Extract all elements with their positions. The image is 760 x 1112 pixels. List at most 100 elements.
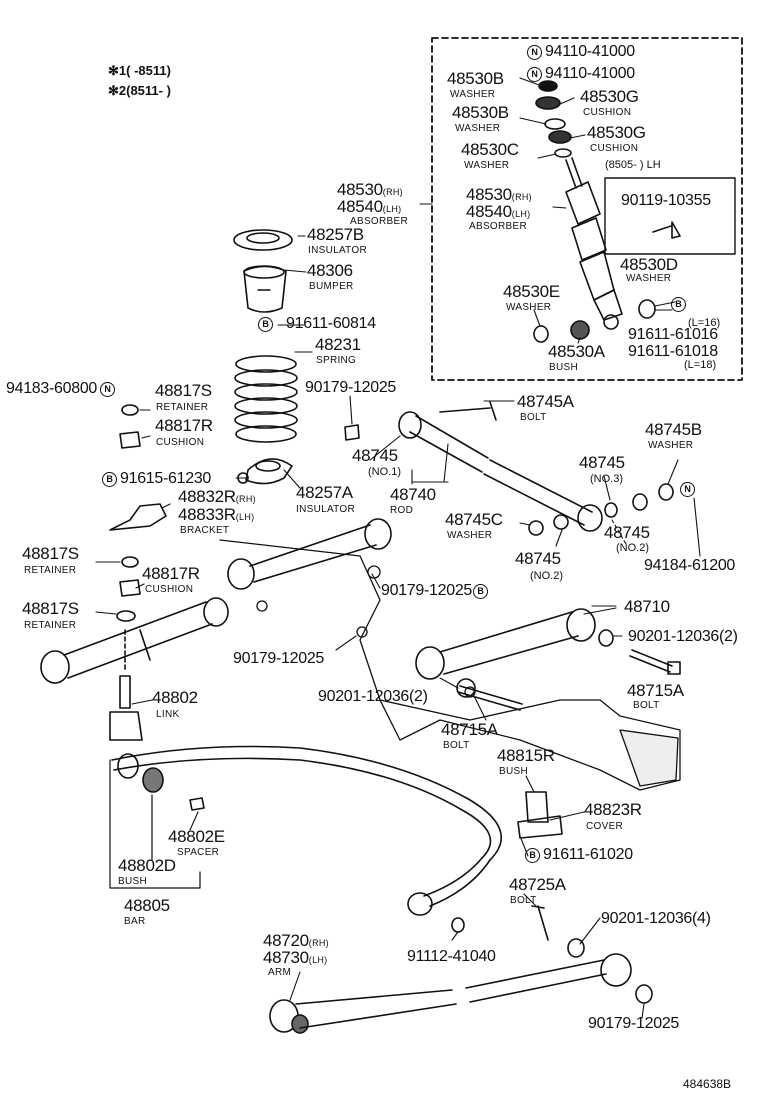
part-48740[interactable]: 48740 [390, 485, 436, 504]
part-48530a[interactable]: 48530A [548, 342, 605, 361]
note-no3: (NO.3) [590, 473, 623, 485]
name-absorber: ABSORBER [350, 216, 408, 227]
part-94184-61200[interactable]: 94184-61200 [644, 557, 736, 574]
part-48530c[interactable]: 48530C [461, 140, 519, 159]
part-48745-no2-right[interactable]: 48745 [604, 523, 650, 542]
part-48802d[interactable]: 48802D [118, 856, 176, 875]
length-18-note: (L=18) [684, 359, 717, 371]
part-48306[interactable]: 48306 [307, 261, 353, 280]
part-48730[interactable]: 48730(LH) [263, 949, 327, 966]
part-48540-inner[interactable]: 48540(LH) [466, 203, 530, 220]
b-mark-icon: B [258, 317, 273, 332]
part-48823r[interactable]: 48823R [584, 800, 642, 819]
part-48832r[interactable]: 48832R(RH) [178, 488, 256, 505]
b-mark-icon: B [671, 297, 686, 312]
part-number: 48530 [466, 185, 512, 204]
part-48817s-c[interactable]: 48817S [22, 599, 79, 618]
name-bolt: BOLT [443, 740, 470, 751]
part-number: 90179-12025 [381, 582, 473, 599]
part-91611-61016[interactable]: 91611-61016 [628, 326, 718, 343]
name-washer: WASHER [450, 89, 496, 100]
name-washer: WASHER [626, 273, 672, 284]
name-washer: WASHER [648, 440, 694, 451]
part-48530g-b[interactable]: 48530G [587, 123, 646, 142]
part-48745c[interactable]: 48745C [445, 510, 503, 529]
part-48745a[interactable]: 48745A [517, 392, 574, 411]
part-48817r-a[interactable]: 48817R [155, 416, 213, 435]
absorber-group-box [431, 37, 743, 381]
part-48805[interactable]: 48805 [124, 896, 170, 915]
mark-n-61200: N [680, 481, 698, 497]
part-48815r[interactable]: 48815R [497, 746, 555, 765]
part-91112-41040[interactable]: 91112-41040 [407, 948, 496, 965]
part-48530g-a[interactable]: 48530G [580, 87, 639, 106]
name-washer: WASHER [455, 123, 501, 134]
part-48257b[interactable]: 48257B [307, 225, 364, 244]
part-48715a-right[interactable]: 48715A [627, 681, 684, 700]
part-number: 91615-61230 [120, 470, 212, 487]
part-48715a-left[interactable]: 48715A [441, 720, 498, 739]
name-spacer: SPACER [177, 847, 220, 858]
part-number: 48832R [178, 487, 236, 506]
part-48530b-a[interactable]: 48530B [447, 69, 504, 88]
name-bumper: BUMPER [309, 281, 354, 292]
part-90201-12036-b[interactable]: 90201-12036(2) [318, 688, 428, 705]
part-48530b-b[interactable]: 48530B [452, 103, 509, 122]
shock-absorber-drawing [533, 80, 681, 343]
part-48530d[interactable]: 48530D [620, 255, 678, 274]
part-48745-no3[interactable]: 48745 [579, 453, 625, 472]
part-90179-12025-d[interactable]: 90179-12025 [588, 1015, 680, 1032]
b-mark-icon: B [473, 584, 489, 599]
part-48530-inner[interactable]: 48530(RH) [466, 186, 532, 203]
axle-housing-drawing [219, 539, 681, 791]
part-48802e[interactable]: 48802E [168, 827, 225, 846]
part-90119-10355[interactable]: 90119-10355 [621, 192, 711, 209]
part-48745b[interactable]: 48745B [645, 420, 702, 439]
part-91611-60814[interactable]: B 91611-60814 [258, 316, 376, 332]
part-48833r[interactable]: 48833R(LH) [178, 506, 254, 523]
part-number: 48730 [263, 948, 309, 967]
part-90201-12036-a[interactable]: 90201-12036(2) [628, 628, 738, 645]
n-mark-icon: N [100, 382, 116, 397]
part-48802[interactable]: 48802 [152, 688, 198, 707]
part-90179-12025-c[interactable]: 90179-12025 [233, 650, 325, 667]
part-number: 48530 [337, 180, 383, 199]
name-washer: WASHER [464, 160, 510, 171]
part-48817s-b[interactable]: 48817S [22, 544, 79, 563]
part-90179-12025-a[interactable]: 90179-12025 [305, 379, 397, 396]
b-mark: B [671, 296, 689, 312]
part-48257a[interactable]: 48257A [296, 483, 353, 502]
name-retainer: RETAINER [156, 402, 209, 413]
part-number: 91611-60814 [286, 315, 376, 332]
part-number: 48540 [337, 197, 383, 216]
name-washer: WASHER [447, 530, 493, 541]
b-mark-icon: B [102, 472, 117, 487]
part-91611-61018[interactable]: 91611-61018 [628, 343, 718, 360]
part-number: 48540 [466, 202, 512, 221]
part-48817s-a[interactable]: 48817S [155, 381, 212, 400]
lh-bolt-box [604, 177, 736, 255]
part-48817r-b[interactable]: 48817R [142, 564, 200, 583]
part-48530-outer[interactable]: 48530(RH) [337, 181, 403, 198]
part-48231[interactable]: 48231 [315, 335, 361, 354]
part-48745-no1[interactable]: 48745 [352, 446, 398, 465]
name-retainer: RETAINER [24, 565, 77, 576]
rh-tag: (RH) [308, 938, 329, 948]
drawing-id: 484638B [683, 1077, 732, 1091]
part-48710[interactable]: 48710 [624, 597, 670, 616]
part-48745-no2-left[interactable]: 48745 [515, 549, 561, 568]
part-48540-outer[interactable]: 48540(LH) [337, 198, 401, 215]
part-90201-12036-c[interactable]: 90201-12036(4) [601, 910, 711, 927]
part-48725a[interactable]: 48725A [509, 875, 566, 894]
part-48720[interactable]: 48720(RH) [263, 932, 329, 949]
part-number: 48833R [178, 505, 236, 524]
name-rod: ROD [390, 505, 414, 516]
name-cushion: CUSHION [145, 584, 194, 595]
part-48530e[interactable]: 48530E [503, 282, 560, 301]
